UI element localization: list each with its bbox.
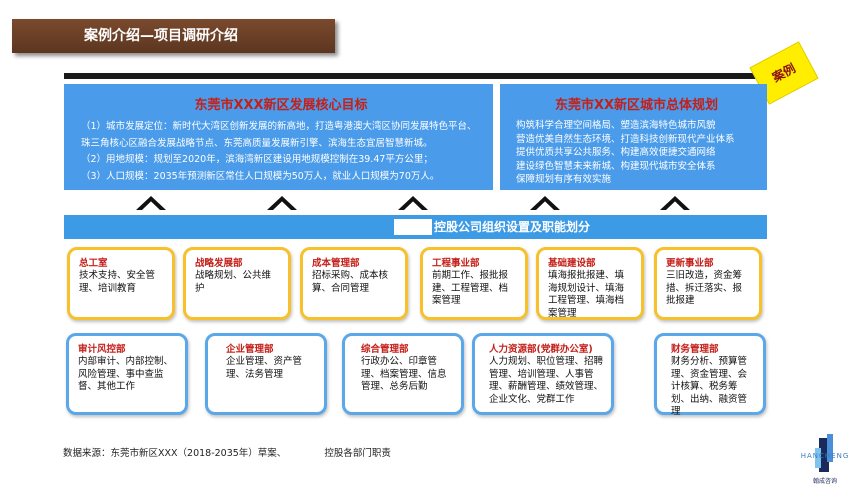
core-goals-line: 珠三角核心区融合发展战略节点、东莞高质量发展新引擎、滨海生态宜居智慧新城。 [81, 137, 433, 149]
dept-duties: 前期工作、报批报建、工程管理、档案管理 [432, 270, 509, 306]
redacted-box [394, 219, 432, 235]
logo-text: HANCHENG [800, 452, 850, 460]
dept-card: 财务管理部 财务分析、预算管理、资金管理、会计核算、税务筹划、出纳、融资管理 [654, 333, 766, 417]
core-goals-panel: 东莞市XXX新区发展核心目标 （1）城市发展定位：新时代大湾区创新发展的新高地，… [64, 84, 493, 190]
dept-title: 成本管理部 [312, 258, 360, 269]
chevron-up-icon [530, 196, 560, 210]
dept-title: 更新事业部 [666, 258, 714, 269]
data-source-text: 数据来源：东莞市新区XXX（2018-2035年）草案、 [63, 448, 287, 459]
org-structure-label: 控股公司组织设置及职能划分 [434, 220, 591, 234]
master-plan-title: 东莞市XX新区城市总体规划 [554, 98, 719, 113]
page-title: 案例介绍—项目调研介绍 [12, 19, 335, 53]
dept-card: 人力资源部(党群办公室) 人力规划、职位管理、招聘管理、培训管理、人事管理、薪酬… [472, 333, 614, 415]
dept-duties: 招标采购、成本核算、合同管理 [312, 270, 389, 294]
data-source: 数据来源：东莞市新区XXX（2018-2035年）草案、 控股各部门职责 [63, 445, 391, 459]
dept-duties: 企业管理、资产管理、法务管理 [226, 356, 303, 380]
master-plan-line: 构筑科学合理空间格局、塑造滨海特色城市风貌 [516, 120, 716, 131]
dept-card: 总工室 技术支持、安全管理、培训教育 [67, 247, 175, 320]
dept-card: 战略发展部 战略规划、公共维护 [183, 247, 291, 320]
chevron-up-icon [398, 196, 428, 210]
dept-title: 综合管理部 [361, 344, 409, 355]
core-goals-line: （1）城市发展定位：新时代大湾区创新发展的新高地，打造粤港澳大湾区协同发展特色平… [81, 121, 477, 132]
chevron-up-icon [660, 196, 690, 210]
dept-duties: 人力规划、职位管理、招聘管理、培训管理、人事管理、薪酬管理、绩效管理、企业文化、… [489, 356, 604, 405]
dept-title: 企业管理部 [226, 344, 274, 355]
chevron-up-icon [267, 196, 297, 210]
dept-title: 财务管理部 [671, 344, 719, 355]
logo-cn: 翰成咨询 [812, 478, 837, 485]
dept-duties: 行政办公、印章管理、档案管理、信息管理、总务后勤 [361, 356, 447, 392]
dept-card: 工程事业部 前期工作、报批报建、工程管理、档案管理 [420, 247, 528, 320]
dept-card: 基础建设部 填海报批报建、填海规划设计、填海工程管理、填海档案管理 [536, 247, 644, 320]
dept-title: 审计风控部 [78, 344, 126, 355]
dept-title: 战略发展部 [195, 258, 243, 269]
dept-card: 综合管理部 行政办公、印章管理、档案管理、信息管理、总务后勤 [342, 333, 464, 415]
dept-title: 总工室 [79, 258, 108, 269]
master-plan-line: 保障规划有序有效实施 [516, 174, 612, 185]
data-source-text: 控股各部门职责 [324, 448, 391, 459]
master-plan-line: 提供优质共享公共服务、构建高效便捷交通网络 [516, 147, 716, 158]
master-plan-panel: 东莞市XX新区城市总体规划 构筑科学合理空间格局、塑造滨海特色城市风貌 营造优美… [500, 84, 767, 190]
dept-title: 工程事业部 [432, 258, 480, 269]
dept-duties: 技术支持、安全管理、培训教育 [79, 270, 156, 294]
dept-duties: 三旧改造，资金筹措、拆迁落实、报批报建 [666, 270, 743, 306]
dept-card: 审计风控部 内部审计、内部控制、风险管理、事中查监督、其他工作 [66, 333, 188, 415]
core-goals-line: （2）用地规模：规划至2020年，滨海湾新区建设用地规模控制在39.47平方公里… [81, 154, 433, 165]
dept-duties: 战略规划、公共维护 [195, 270, 272, 294]
dept-duties: 填海报批报建、填海规划设计、填海工程管理、填海档案管理 [548, 270, 625, 319]
top-divider [64, 73, 768, 79]
dept-title: 基础建设部 [548, 258, 596, 269]
dept-duties: 内部审计、内部控制、风险管理、事中查监督、其他工作 [78, 356, 174, 392]
dept-card: 企业管理部 企业管理、资产管理、法务管理 [205, 333, 327, 415]
dept-card: 成本管理部 招标采购、成本核算、合同管理 [300, 247, 408, 320]
core-goals-line: （3）人口规模：2035年预测新区常住人口规模为50万人，就业人口规模为70万人… [81, 170, 440, 182]
org-structure-band: 控股公司组织设置及职能划分 [64, 215, 767, 239]
master-plan-line: 建设绿色智慧未来新城、构建现代城市安全体系 [516, 160, 716, 172]
chevron-up-icon [136, 196, 166, 210]
dept-duties: 财务分析、预算管理、资金管理、会计核算、税务筹划、出纳、融资管理 [671, 356, 748, 417]
core-goals-title: 东莞市XXX新区发展核心目标 [194, 98, 368, 113]
master-plan-line: 营造优美自然生态环境、打造科技创新现代产业体系 [516, 133, 735, 145]
dept-card: 更新事业部 三旧改造，资金筹措、拆迁落实、报批报建 [654, 247, 762, 320]
company-logo: HANCHENG 翰成咨询 [795, 434, 855, 488]
dept-title: 人力资源部(党群办公室) [489, 344, 593, 355]
